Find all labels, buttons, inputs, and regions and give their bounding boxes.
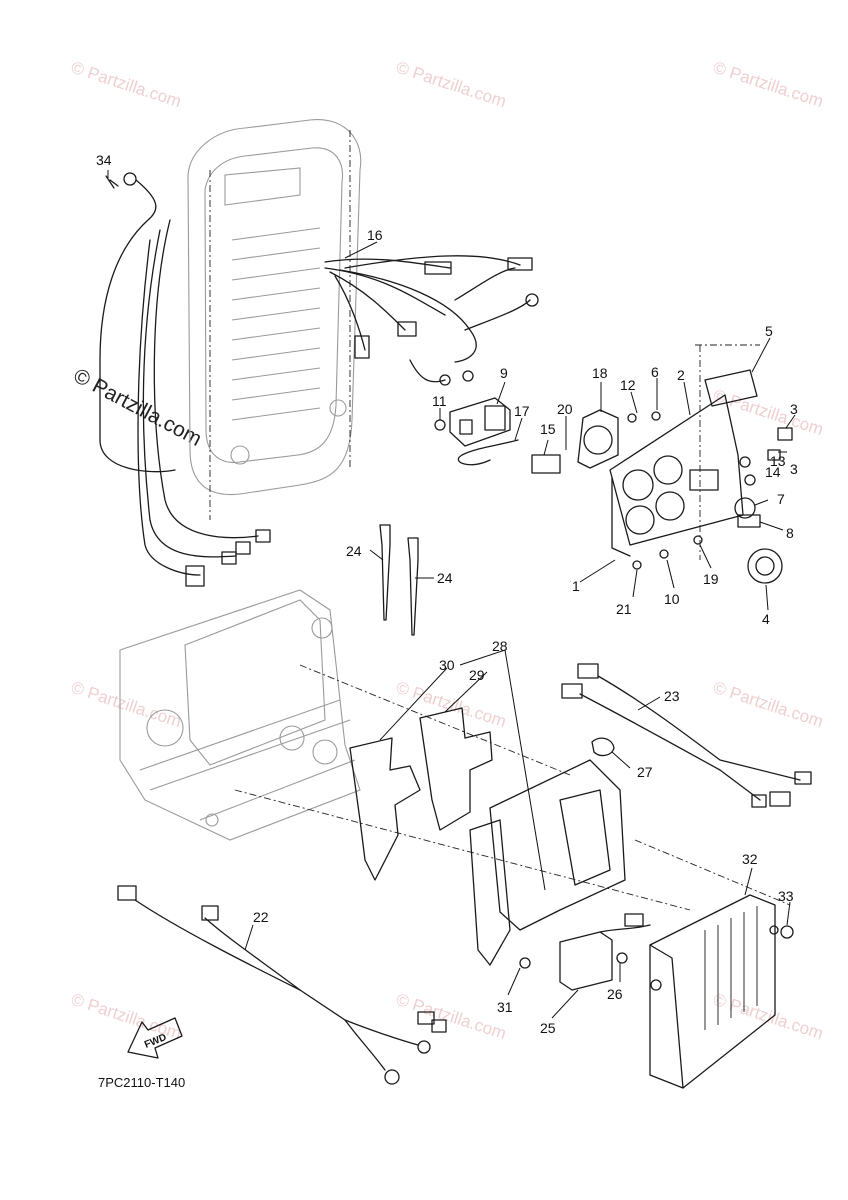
callout-7: 7 — [777, 491, 785, 507]
callout-2: 2 — [677, 367, 685, 383]
callout-28: 28 — [492, 638, 508, 654]
callout-3: 3 — [790, 401, 798, 417]
inverter-bracket — [469, 737, 628, 969]
callout-34: 34 — [96, 152, 112, 168]
ground-wire-34 — [99, 172, 176, 473]
callout-24: 24 — [437, 570, 453, 586]
watermark: © Partzilla.com — [69, 990, 184, 1043]
control-panel — [609, 344, 760, 560]
watermark: © Partzilla.com — [711, 990, 826, 1043]
callout-20: 20 — [557, 401, 573, 417]
callout-12: 12 — [620, 377, 636, 393]
callout-5: 5 — [765, 323, 773, 339]
generator-housing — [187, 119, 362, 520]
watermark: © Partzilla.com — [711, 386, 826, 439]
callout-24: 24 — [346, 543, 362, 559]
callout-14: 14 — [765, 464, 781, 480]
callout-15: 15 — [540, 421, 556, 437]
callout-31: 31 — [497, 999, 513, 1015]
switch-15 — [457, 439, 561, 474]
callout-1: 1 — [572, 578, 580, 594]
inverter-32 — [634, 839, 794, 1089]
watermark: © Partzilla.com — [394, 678, 509, 731]
callout-13: 13 — [770, 453, 786, 469]
callout-10: 10 — [664, 591, 680, 607]
callout-30: 30 — [439, 657, 455, 673]
wire-harness-23 — [561, 663, 812, 808]
callout-9: 9 — [500, 365, 508, 381]
callout-3: 3 — [790, 461, 798, 477]
diagram-code: 7PC2110-T140 — [98, 1075, 185, 1090]
callout-27: 27 — [637, 764, 653, 780]
callout-18: 18 — [592, 365, 608, 381]
watermark: © Partzilla.com — [711, 678, 826, 731]
sensor-25 — [559, 913, 651, 991]
callout-16: 16 — [367, 227, 383, 243]
insulator-sheets — [349, 707, 493, 881]
callout-4: 4 — [762, 611, 770, 627]
callouts: 1 2 3 3 4 5 6 7 8 9 10 11 12 13 14 15 16… — [96, 152, 798, 1036]
callout-19: 19 — [703, 571, 719, 587]
callout-32: 32 — [742, 851, 758, 867]
callout-26: 26 — [607, 986, 623, 1002]
leader-lines — [107, 170, 796, 1019]
generator-frame — [119, 589, 691, 911]
cable-ties-24 — [379, 524, 419, 636]
terminal-5 — [704, 369, 758, 407]
callout-8: 8 — [786, 525, 794, 541]
callout-17: 17 — [514, 403, 530, 419]
callout-25: 25 — [540, 1020, 556, 1036]
watermark-group: © Partzilla.com © Partzilla.com © Partzi… — [69, 58, 826, 1043]
callout-33: 33 — [778, 888, 794, 904]
wire-harness-22 — [117, 885, 447, 1085]
callout-29: 29 — [469, 667, 485, 683]
panel-fittings — [627, 411, 793, 584]
wire-harness-16 — [324, 255, 539, 386]
callout-11: 11 — [432, 393, 447, 409]
watermark: © Partzilla.com — [69, 678, 184, 731]
side-wires — [137, 219, 271, 587]
watermark: © Partzilla.com — [69, 58, 184, 111]
watermark: © Partzilla.com — [711, 58, 826, 111]
watermark: © Partzilla.com — [394, 58, 509, 111]
callout-22: 22 — [253, 909, 269, 925]
callout-21: 21 — [616, 601, 632, 617]
callout-23: 23 — [664, 688, 680, 704]
callout-6: 6 — [651, 364, 659, 380]
watermark: © Partzilla.com — [394, 990, 509, 1043]
breaker-9 — [434, 397, 511, 447]
outlet-18 — [577, 409, 619, 469]
